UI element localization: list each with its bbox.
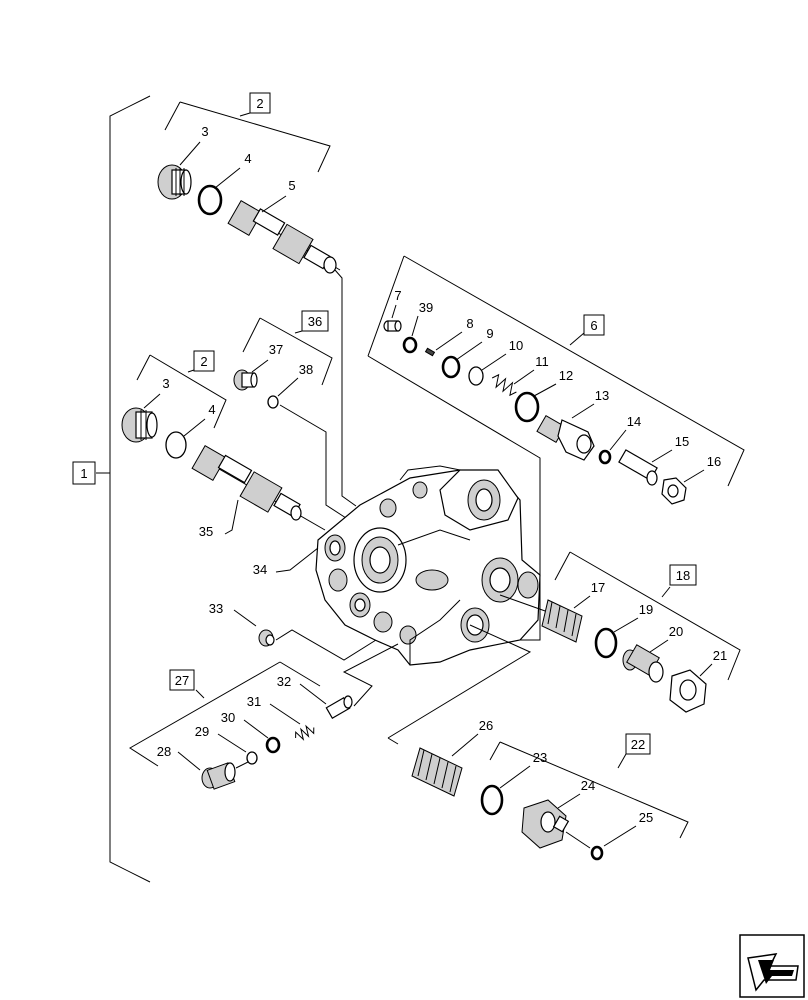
callout-label-7: 7	[394, 288, 401, 303]
fitting-20	[622, 644, 664, 683]
group-bracket-6: 6	[367, 255, 745, 487]
group-bracket-2-lower: 2	[136, 350, 227, 429]
spool-35	[191, 445, 326, 531]
callout-label-39: 39	[419, 300, 433, 315]
poppet-7	[383, 320, 402, 332]
callout-label-24: 24	[581, 778, 595, 793]
callout-box-22[interactable]	[625, 733, 651, 755]
callout-box-27[interactable]	[169, 669, 195, 691]
valve-body-34	[315, 465, 541, 666]
callout-label-27: 27	[175, 673, 189, 688]
callout-label-4-lower: 4	[208, 402, 215, 417]
callout-label-25: 25	[639, 810, 653, 825]
callout-label-2-upper: 2	[256, 96, 263, 111]
seal-38	[267, 395, 279, 409]
callout-label-22: 22	[631, 737, 645, 752]
callout-label-10: 10	[509, 338, 523, 353]
fitting-13	[536, 415, 595, 461]
callout-label-19: 19	[639, 602, 653, 617]
callout-label-13: 13	[595, 388, 609, 403]
callout-label-33: 33	[209, 601, 223, 616]
group-bracket-18: 18	[554, 551, 741, 681]
group-bracket-22: 22	[489, 733, 689, 839]
spring-31	[295, 724, 315, 741]
o-ring-4-upper	[197, 184, 223, 216]
callout-label-38: 38	[299, 362, 313, 377]
o-ring-19	[594, 627, 618, 659]
callout-label-3-upper: 3	[201, 124, 208, 139]
callout-box-1[interactable]	[72, 461, 96, 485]
plug-37	[233, 369, 258, 391]
callout-box-6[interactable]	[583, 314, 605, 336]
o-ring-12	[514, 391, 540, 423]
callout-label-2-lower: 2	[200, 354, 207, 369]
callout-label-21: 21	[713, 648, 727, 663]
callout-label-4-upper: 4	[244, 151, 251, 166]
spring-17	[541, 599, 583, 643]
callout-label-1: 1	[80, 466, 87, 481]
group-bracket-36: 36	[242, 310, 333, 386]
callout-label-5: 5	[288, 178, 295, 193]
callout-box-18[interactable]	[669, 564, 697, 586]
callout-label-9: 9	[486, 326, 493, 341]
plug-3-upper	[157, 164, 192, 200]
callout-label-35: 35	[199, 524, 213, 539]
group-bracket-27: 27	[129, 661, 321, 767]
callout-label-14: 14	[627, 414, 641, 429]
o-ring-4-lower	[165, 431, 187, 459]
spring-26	[411, 747, 463, 797]
o-ring-14	[598, 449, 612, 465]
seal-29	[246, 751, 258, 765]
o-ring-9	[441, 355, 461, 379]
callout-label-29: 29	[195, 724, 209, 739]
callout-label-37: 37	[269, 342, 283, 357]
spring-11	[491, 373, 517, 397]
seal-39	[402, 336, 418, 354]
callout-label-17: 17	[591, 580, 605, 595]
callout-label-32: 32	[277, 674, 291, 689]
callout-label-20: 20	[669, 624, 683, 639]
callout-label-23: 23	[533, 750, 547, 765]
poppet-32	[325, 695, 353, 720]
callout-label-26: 26	[479, 718, 493, 733]
callout-label-15: 15	[675, 434, 689, 449]
callout-box-36[interactable]	[301, 310, 329, 332]
o-ring-23	[480, 784, 504, 816]
callout-label-31: 31	[247, 694, 261, 709]
callout-label-6: 6	[590, 318, 597, 333]
callout-label-34: 34	[253, 562, 267, 577]
o-ring-25	[590, 845, 604, 861]
callout-label-28: 28	[157, 744, 171, 759]
callout-box-2-lower[interactable]	[193, 350, 215, 372]
fitting-24	[521, 799, 570, 849]
callout-label-11: 11	[535, 354, 549, 369]
callout-label-12: 12	[559, 368, 573, 383]
callout-label-8: 8	[466, 316, 473, 331]
group-bracket-2-upper: 2	[164, 92, 331, 173]
assembly-bracket-1: 1	[72, 95, 151, 883]
arrow-left-icon[interactable]	[739, 934, 805, 998]
callout-label-30: 30	[221, 710, 235, 725]
callout-label-36: 36	[308, 314, 322, 329]
plug-28	[201, 762, 236, 790]
callout-box-2-upper[interactable]	[249, 92, 271, 114]
plunger-15	[618, 449, 658, 486]
callout-label-18: 18	[676, 568, 690, 583]
callout-label-16: 16	[707, 454, 721, 469]
backup-ring-10	[468, 366, 484, 386]
plug-3-lower	[121, 407, 158, 443]
spool-5	[227, 200, 341, 274]
nut-16	[661, 477, 687, 505]
callout-label-3-lower: 3	[162, 376, 169, 391]
o-ring-30	[265, 736, 281, 754]
nut-21	[669, 669, 707, 713]
pin-8	[424, 347, 436, 357]
plug-33	[258, 629, 275, 647]
